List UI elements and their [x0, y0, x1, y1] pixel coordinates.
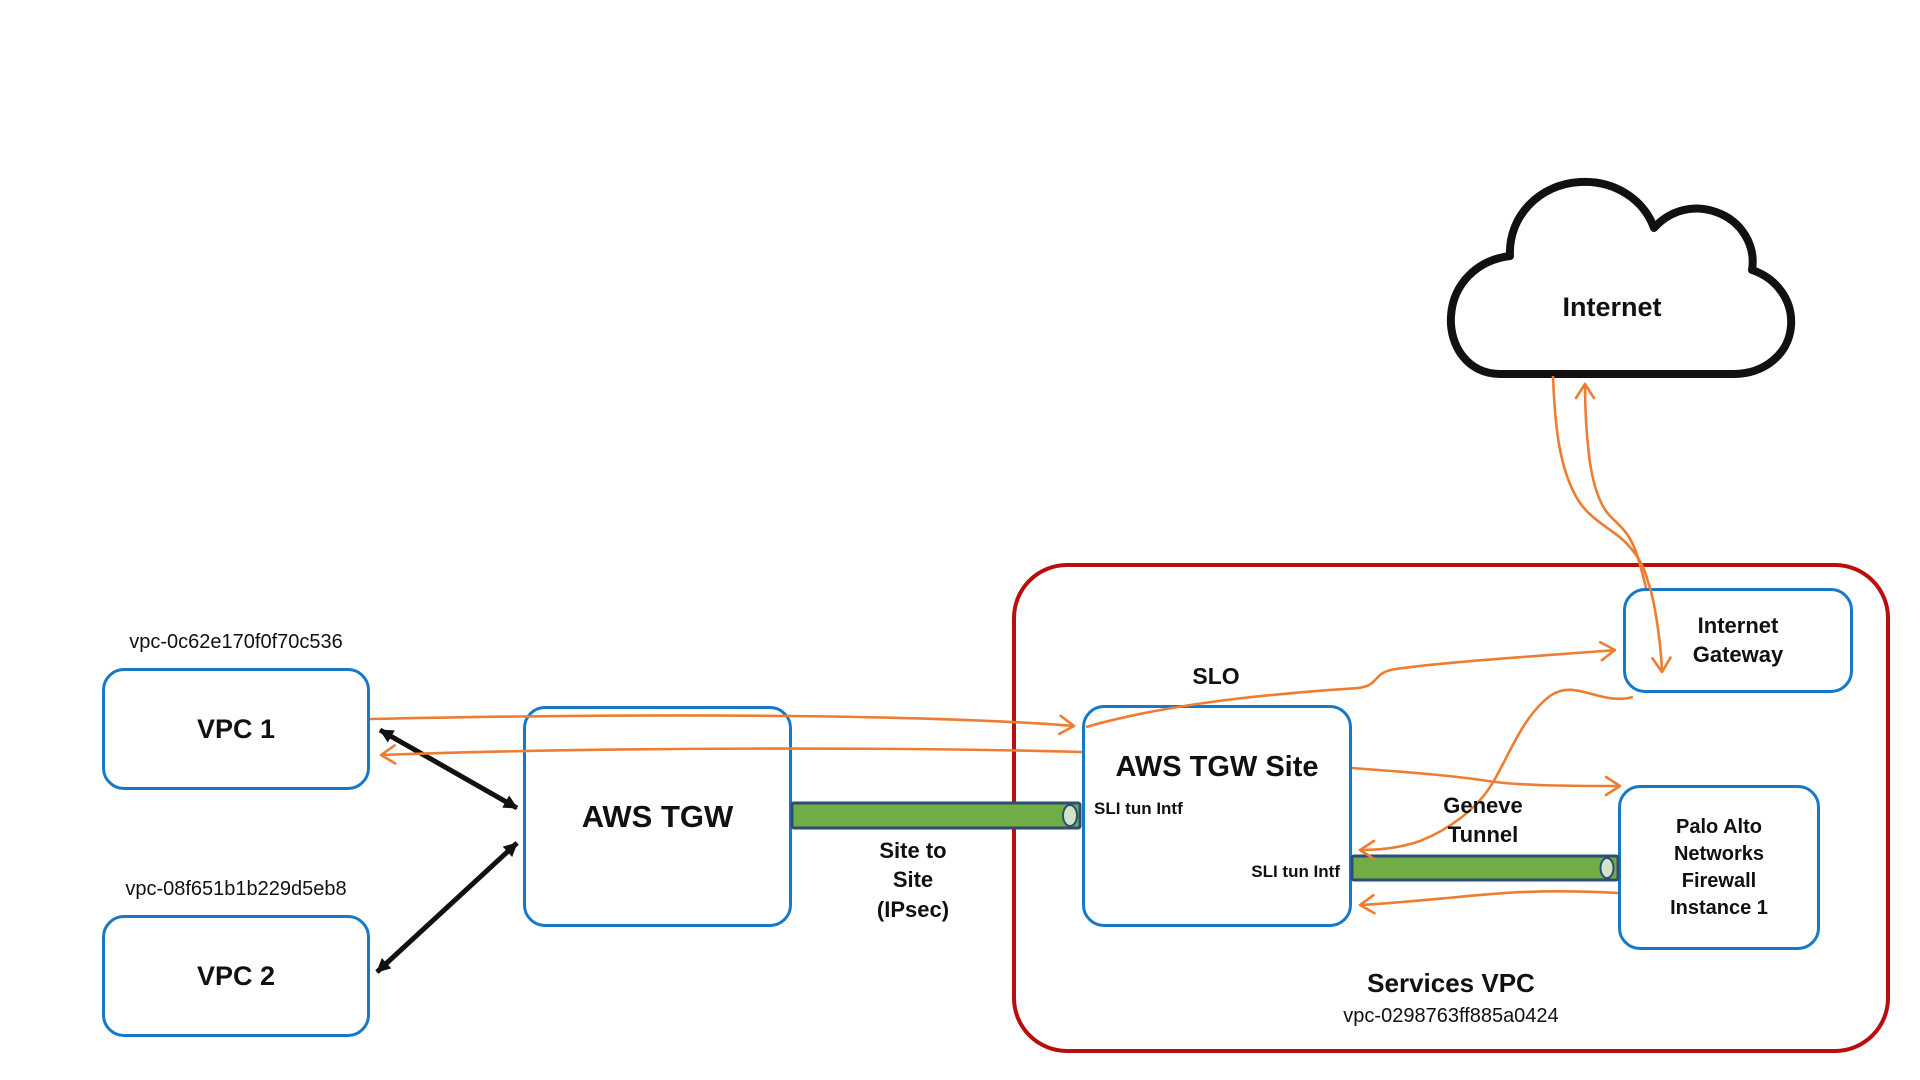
vpc1-id-label: vpc-0c62e170f0f70c536	[129, 631, 343, 653]
vpc1-label: VPC 1	[196, 713, 276, 744]
vpc2-id-label: vpc-08f651b1b229d5eb8	[125, 878, 347, 900]
gateway-to-internet-flow	[1574, 382, 1648, 589]
internet-gateway-label: Internet Gateway	[1692, 612, 1784, 667]
internet-cloud-icon	[1446, 177, 1796, 378]
geneve-tunnel-label: Geneve Tunnel	[1443, 793, 1523, 847]
internet-gateway-node: Internet Gateway	[1623, 588, 1853, 693]
vpc2-node: VPC 2	[102, 915, 370, 1037]
ipsec-tunnel-label: Site to Site (IPsec)	[876, 838, 950, 922]
vpc1-node: VPC 1	[102, 668, 370, 790]
aws-tgw-node: AWS TGW	[523, 706, 792, 927]
sli-tun-intf-bottom-label: SLI tun Intf	[1251, 862, 1340, 881]
vpc2-tgw-arrow	[375, 841, 519, 974]
services-vpc-id-label: vpc-0298763ff885a0424	[1343, 1005, 1559, 1027]
services-vpc-title: Services VPC	[1367, 968, 1535, 998]
aws-tgw-label: AWS TGW	[581, 798, 734, 834]
internet-cloud-label: Internet	[1562, 292, 1662, 322]
sli-tun-intf-top-label: SLI tun Intf	[1094, 799, 1183, 818]
slo-label: SLO	[1192, 663, 1240, 689]
vpc2-label: VPC 2	[196, 960, 276, 991]
aws-tgw-site-label: AWS TGW Site	[1115, 751, 1319, 783]
vpc1-tgw-arrow	[378, 727, 519, 811]
tgw-attachment-arrows	[375, 727, 519, 974]
palo-alto-firewall-label: Palo Alto Networks Firewall Instance 1	[1670, 815, 1768, 919]
palo-alto-firewall-node: Palo Alto Networks Firewall Instance 1	[1618, 785, 1820, 950]
